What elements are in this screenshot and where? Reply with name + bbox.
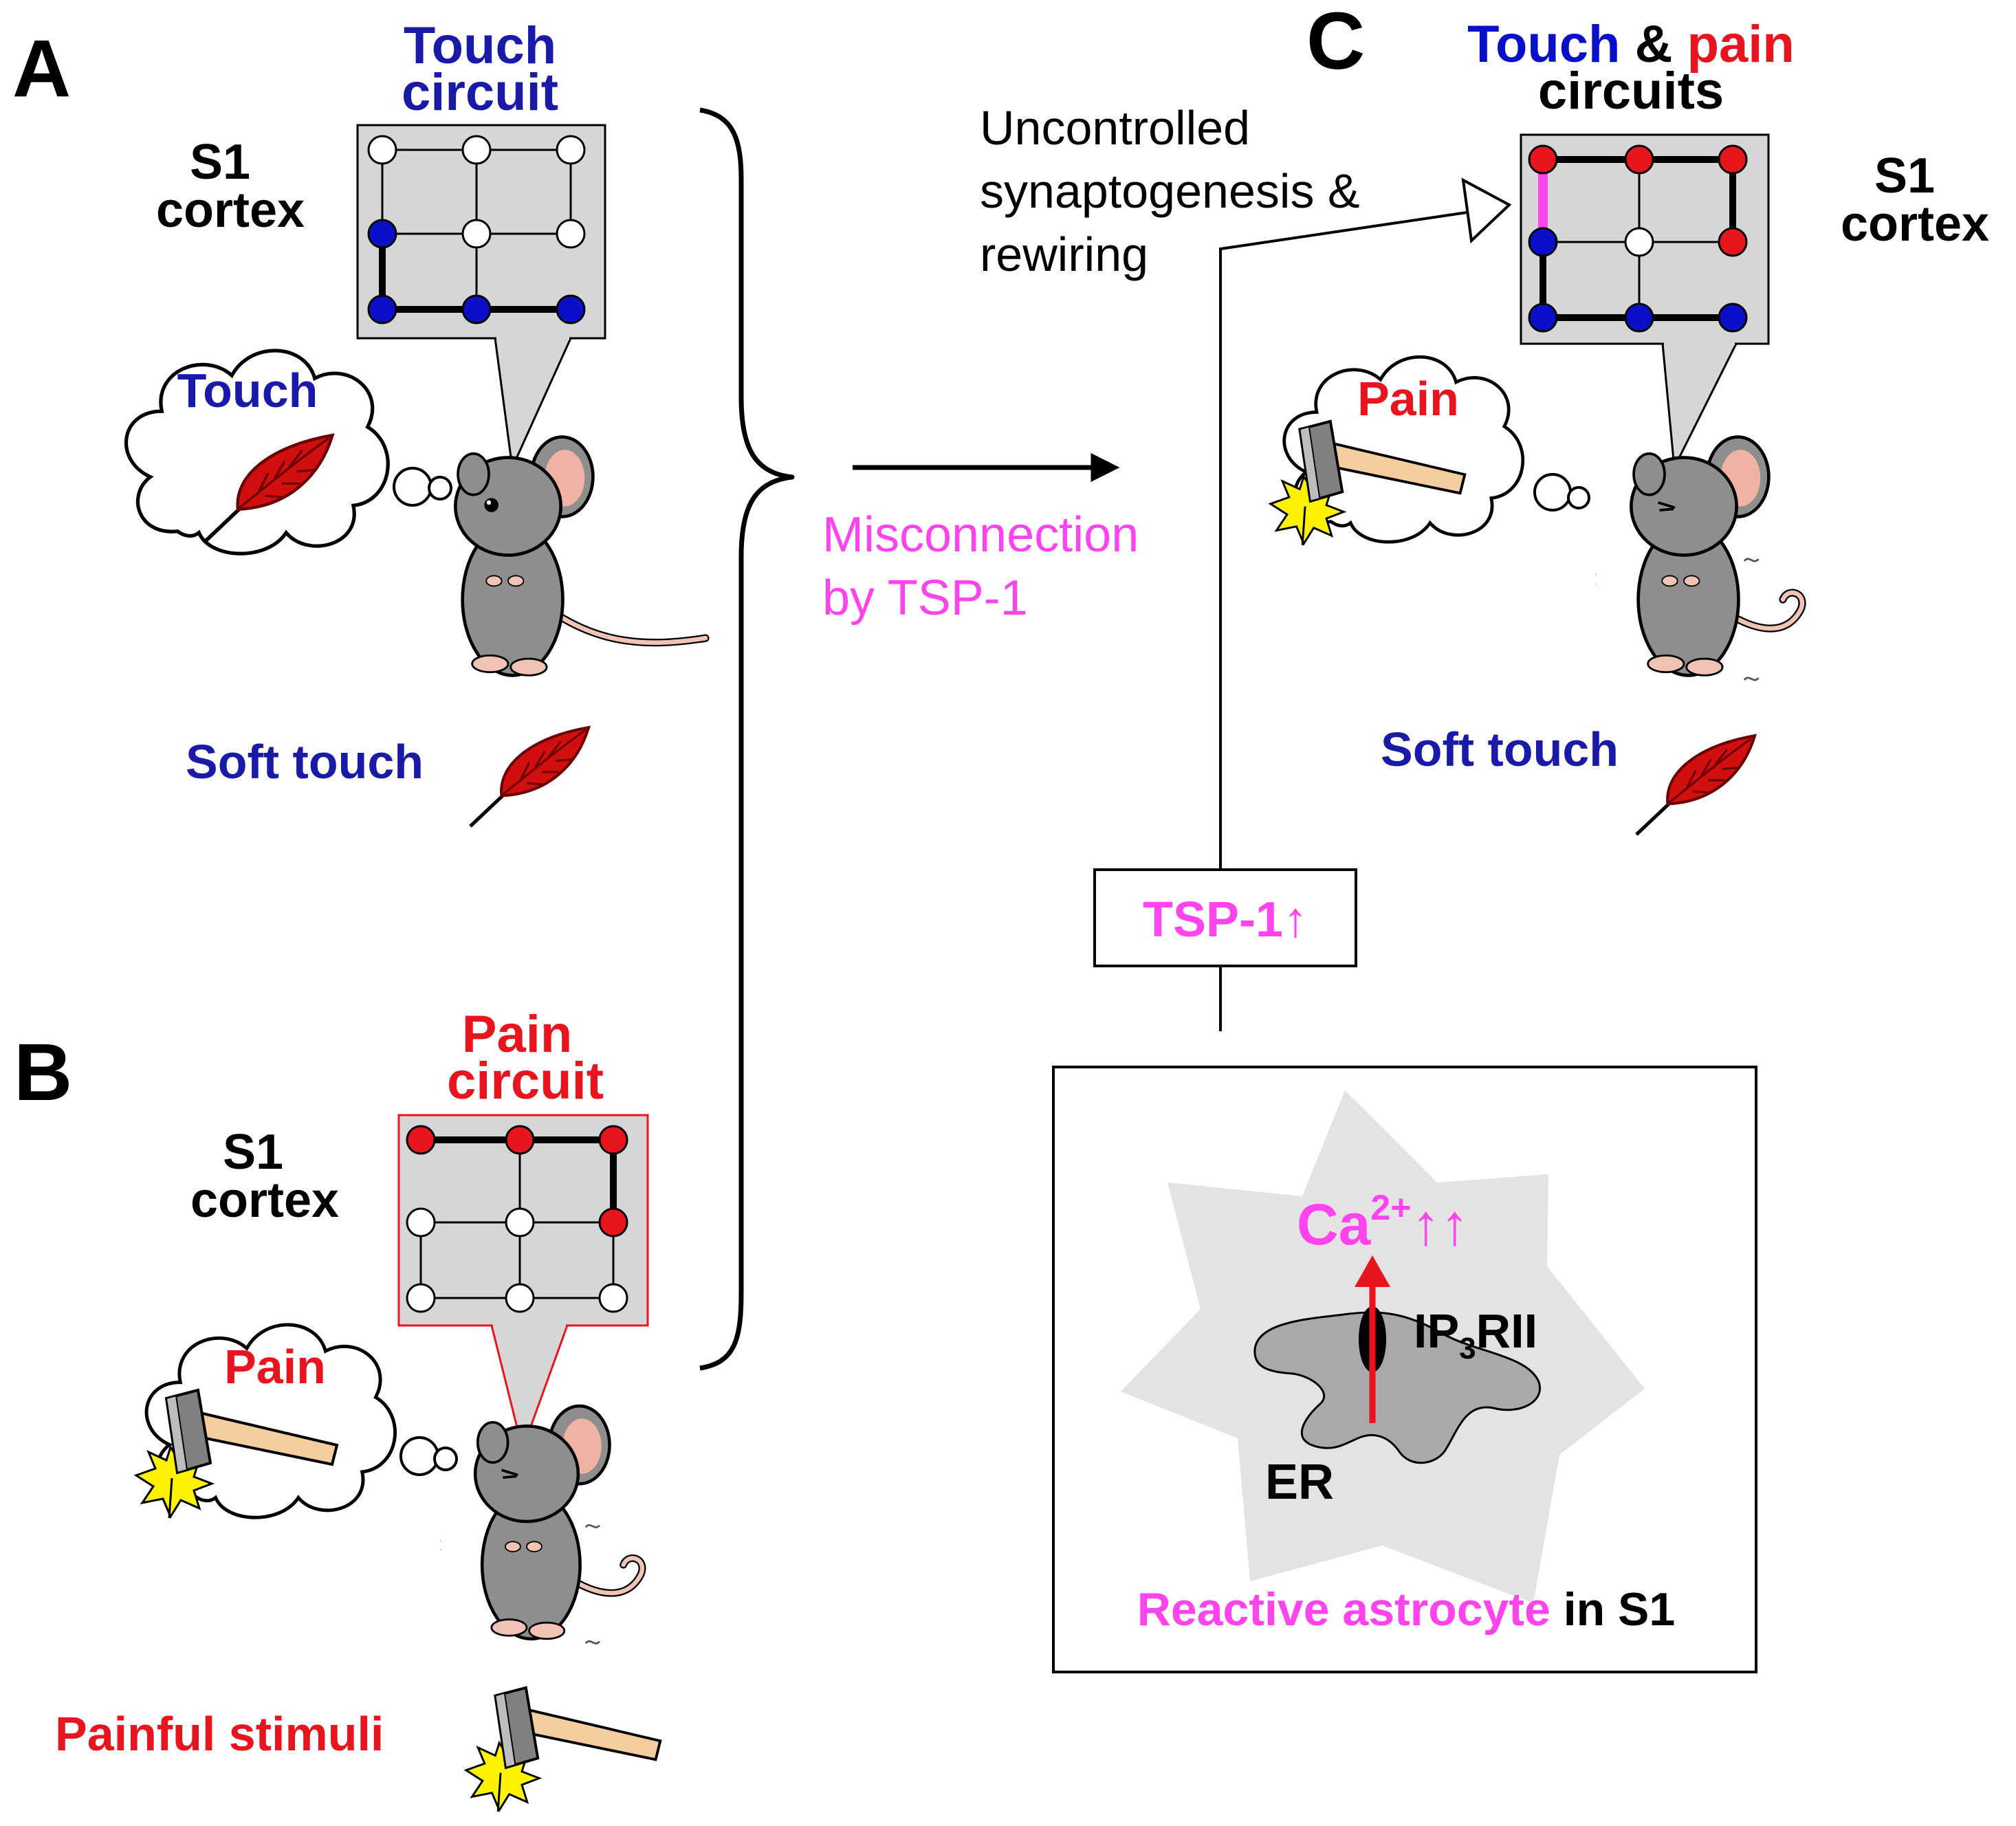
panel-c-title-line1: Touch & pain [1467,15,1795,74]
neuron-node [556,219,586,249]
rewiring-label-line1: Uncontrolled [980,101,1250,155]
panel-a: A Touch circuit S1 cortex [12,16,705,826]
circuit-nodes [1528,144,1748,333]
mouse-illustration [1576,437,1802,681]
circuit-nodes [367,135,586,324]
thought-bubble-dot [393,467,432,507]
er-label: ER [1265,1455,1334,1510]
misconnection-label-line2: by TSP-1 [822,571,1028,626]
hammer-icon [464,1686,662,1813]
panel-c-title-amp: & [1620,15,1687,74]
astrocyte-caption: Reactive astrocyte in S1 [1137,1583,1675,1636]
calcium-label-base: Ca [1297,1192,1372,1257]
neuron-node [461,219,492,249]
pain-neuron-node [1624,144,1654,175]
pain-neuron-node [1718,144,1748,175]
panel-b-region-line2: cortex [190,1173,339,1228]
tsp1-box [1093,868,1357,967]
touch-neuron-node [461,294,492,324]
astrocyte-caption-rest: in S1 [1551,1583,1675,1636]
panel-a-thought-text: Touch [177,364,318,417]
panel-b-thought-text: Pain [224,1340,326,1394]
pain-neuron-node [1718,227,1748,257]
endoplasmic-reticulum-shape [1253,1311,1542,1464]
thought-bubble-dot [428,476,452,500]
panel-a-circuit-title-line2: circuit [402,63,558,122]
ip3rii-label-rest: RII [1476,1304,1537,1358]
pain-neuron-node [406,1125,436,1155]
panel-c-letter: C [1306,0,1365,87]
calcium-release-arrowhead [1355,1255,1390,1287]
thought-bubble-dot [399,1436,439,1476]
neuron-node [461,135,492,165]
pain-neuron-node [505,1125,535,1155]
panel-a-region-line1: S1 [190,135,250,190]
panel-a-stimulus-label: Soft touch [186,735,424,789]
touch-neuron-node [1528,302,1558,333]
rewiring-label-line2: synaptogenesis & [980,164,1360,218]
neuron-node [598,1283,628,1313]
neuron-node [406,1207,436,1238]
panel-c-region-line1: S1 [1874,148,1935,204]
neuron-node [367,135,397,165]
calcium-label-arrows: ↑↑ [1412,1192,1469,1257]
panel-b-letter: B [14,1027,72,1118]
touch-circuit-box [356,124,606,472]
pain-circuit-box [397,1114,649,1453]
panel-c-title-pain: pain [1687,15,1795,74]
open-arrowhead [1461,177,1512,244]
thought-bubble-dot [1533,473,1572,512]
pain-neuron-node [598,1125,628,1155]
neuron-node [1624,227,1654,257]
panel-a-letter: A [12,23,71,114]
neuron-node [505,1283,535,1313]
touch-neuron-node [367,294,397,324]
touch-neuron-node [1624,302,1654,333]
ip3rii-label-base: IP [1414,1304,1459,1358]
grouping-brace [699,107,795,1371]
calcium-label-superscript: 2+ [1370,1188,1411,1228]
panel-b-circuit-title-line1: Pain [462,1005,573,1064]
mouse-illustration [455,437,705,676]
tsp1-label: TSP-1↑ [1143,892,1308,947]
panel-c-title-line2: circuits [1538,62,1724,120]
rewiring-label-line3: rewiring [980,228,1148,281]
pain-neuron-node [598,1207,628,1238]
rewiring-signal-line [1219,210,1472,870]
panel-b-stimulus-label: Painful stimuli [55,1707,384,1761]
touch-neuron-node [556,294,586,324]
neuron-node [556,135,586,165]
touch-neuron-node [1528,227,1558,257]
feather-icon [1636,736,1755,835]
panel-c-stimulus-label: Soft touch [1381,723,1619,776]
feather-icon [470,727,589,826]
circuit-nodes [406,1125,628,1313]
panel-c-thought-text: Pain [1357,372,1459,426]
misconnection-label-line1: Misconnection [822,507,1139,562]
thought-bubble-dot [433,1446,458,1471]
astrocyte-caption-colored: Reactive astrocyte [1137,1583,1551,1636]
combined-circuit-box [1520,133,1770,472]
panel-a-circuit-title-line1: Touch [404,16,556,75]
pain-neuron-node [1528,144,1558,175]
ip3rii-label-subscript: 3 [1459,1332,1476,1365]
neuron-node [406,1283,436,1313]
panel-a-region-line2: cortex [156,183,305,238]
calcium-label: Ca2+↑↑ [1297,1188,1469,1257]
panel-b-circuit-title-line2: circuit [447,1052,604,1110]
thought-bubble-dot [1567,486,1590,509]
ip3rii-label: IP3RII [1414,1304,1537,1365]
touch-neuron-node [1718,302,1748,333]
panel-c-title-touch: Touch [1467,15,1620,74]
panel-b: B Pain circuit S1 cortex [14,1005,662,1813]
astrocyte-box: Ca2+↑↑ IP3RII ER Reactive astrocyte in S… [1052,1066,1757,1673]
panel-c-region-line2: cortex [1841,197,1989,252]
neuron-node [505,1207,535,1238]
panel-c: C Touch & pain circuits S1 cortex Uncont… [980,0,1989,870]
touch-neuron-node [367,219,397,249]
mouse-illustration [421,1406,642,1643]
panel-b-region-line1: S1 [223,1125,283,1180]
